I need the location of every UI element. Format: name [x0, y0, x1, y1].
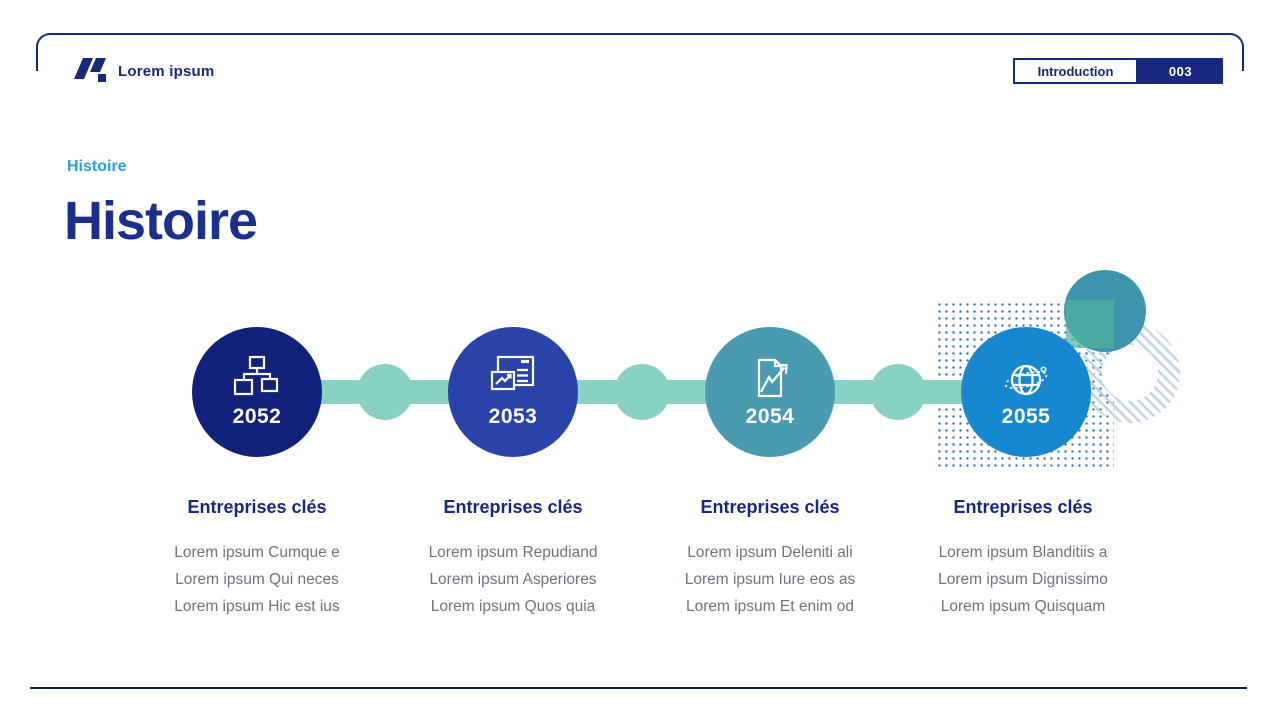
top-frame-border	[36, 33, 1244, 71]
timeline-year: 2055	[1001, 405, 1051, 428]
footer-divider	[30, 687, 1247, 689]
column-heading: Entreprises clés	[953, 497, 1093, 517]
timeline-year: 2052	[232, 405, 282, 428]
org-chart-icon	[233, 355, 279, 396]
column-item: Lorem ipsum Quos quia	[430, 598, 596, 615]
column-item: Lorem ipsum Iure eos as	[684, 571, 856, 588]
brand-name: Lorem ipsum	[118, 62, 215, 80]
browser-analytics-icon	[490, 355, 535, 391]
timeline-node-2054: 2054	[705, 327, 835, 457]
column-heading: Entreprises clés	[700, 497, 840, 517]
column-heading: Entreprises clés	[187, 497, 327, 517]
timeline-year: 2053	[488, 405, 538, 428]
column-item: Lorem ipsum Deleniti ali	[687, 544, 853, 561]
timeline-column-2052: Entreprises clés Lorem ipsum Cumque e Lo…	[137, 497, 377, 620]
timeline-node-2052: 2052	[192, 327, 322, 457]
timeline-midpoint-dot	[614, 364, 670, 420]
introduction-button[interactable]: Introduction	[1013, 58, 1138, 84]
column-item: Lorem ipsum Blanditiis a	[938, 544, 1108, 561]
timeline-node-2053: 2053	[448, 327, 578, 457]
timeline-column-2053: Entreprises clés Lorem ipsum Repudiand L…	[393, 497, 633, 620]
column-item: Lorem ipsum Qui neces	[175, 571, 339, 588]
page-title: Histoire	[64, 191, 258, 251]
globe-icon	[1004, 364, 1048, 396]
brand: Lorem ipsum	[74, 57, 214, 85]
striped-ring-hole	[1102, 345, 1158, 401]
timeline-column-2054: Entreprises clés Lorem ipsum Deleniti al…	[650, 497, 890, 620]
growth-document-icon	[757, 358, 788, 398]
column-item: Lorem ipsum Hic est ius	[174, 598, 340, 615]
timeline-midpoint-dot	[870, 364, 926, 420]
column-heading: Entreprises clés	[443, 497, 583, 517]
section-eyebrow: Histoire	[67, 158, 127, 175]
page-number-badge: 003	[1138, 58, 1223, 84]
column-item: Lorem ipsum Et enim od	[686, 598, 854, 615]
column-item: Lorem ipsum Asperiores	[429, 571, 597, 588]
column-item: Lorem ipsum Cumque e	[174, 544, 340, 561]
timeline-node-2055: 2055	[961, 327, 1091, 457]
timeline-year: 2054	[745, 405, 795, 428]
timeline-midpoint-dot	[357, 364, 413, 420]
timeline-column-2055: Entreprises clés Lorem ipsum Blanditiis …	[903, 497, 1143, 620]
column-item: Lorem ipsum Quisquam	[940, 598, 1106, 615]
teal-square-decoration	[1066, 300, 1114, 348]
column-item: Lorem ipsum Repudiand	[428, 544, 598, 561]
column-item: Lorem ipsum Dignissimo	[938, 571, 1108, 588]
brand-logo-icon	[74, 58, 106, 82]
